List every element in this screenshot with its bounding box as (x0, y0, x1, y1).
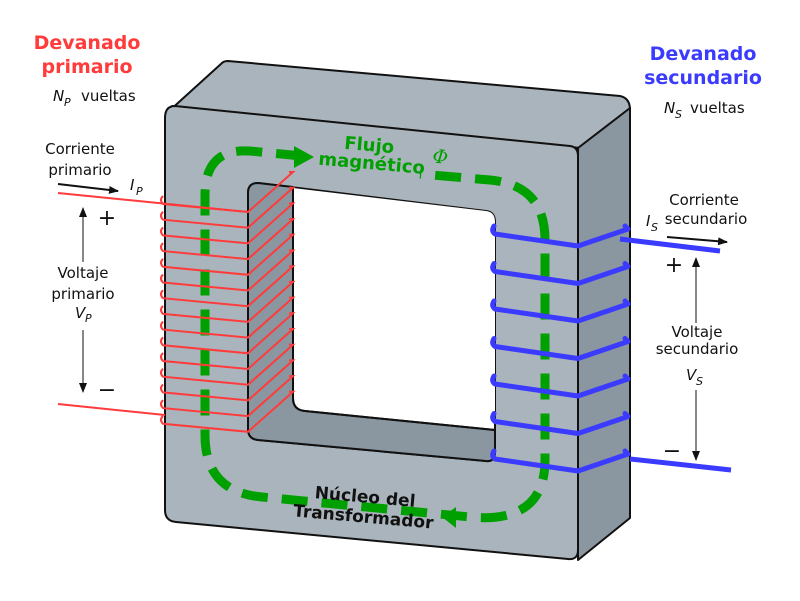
flux-symbol: Φ (432, 146, 449, 169)
secondary-turns-subscript: S (675, 108, 682, 121)
secondary-turns-label: vueltas (690, 99, 745, 117)
primary-turns-subscript: P (64, 96, 71, 109)
flux-loop (200, 146, 550, 523)
primary-voltage-label-line2: primario (51, 285, 114, 303)
primary-voltage-subscript: P (85, 312, 92, 325)
primary-current-subscript: P (136, 185, 143, 198)
primary-coil-turn (160, 186, 296, 229)
secondary-lead-bottom (629, 456, 732, 473)
primary-coil-turn (160, 265, 296, 308)
core-label: Núcleo del Transformador (292, 483, 435, 533)
primary-coil-turn (160, 312, 296, 355)
secondary-voltage-plus: + (665, 253, 683, 278)
secondary-voltage-subscript: S (696, 375, 703, 388)
secondary-lead-top (619, 236, 721, 254)
flux-arrow-top (294, 146, 314, 168)
secondary-current-arrow (666, 236, 728, 246)
magnetic-flux-path (200, 146, 550, 528)
primary-current-arrow (57, 183, 119, 194)
primary-winding (160, 171, 296, 433)
secondary-coil-turn (490, 448, 631, 474)
primary-coil-turn (160, 233, 296, 276)
secondary-current-label-line2: secundario (665, 210, 748, 228)
core-window (293, 188, 495, 416)
secondary-winding-title-line2: secundario (644, 67, 762, 89)
primary-coil-turn (160, 296, 296, 339)
primary-lead-bottom (57, 403, 166, 416)
flux-arrow-bottom (442, 507, 456, 528)
primary-voltage-minus: − (98, 378, 116, 403)
primary-current-label-line1: Corriente (45, 140, 115, 158)
primary-voltage-symbol: V (75, 304, 87, 322)
primary-turns-label: vueltas (81, 87, 136, 105)
primary-coil-turn (160, 390, 296, 433)
secondary-current-subscript: S (651, 221, 658, 234)
flux-label: Flujo magnético Φ (318, 133, 449, 179)
secondary-coil-turn (490, 336, 631, 361)
secondary-current-symbol: I (646, 212, 651, 230)
secondary-turns-symbol: N (664, 99, 675, 117)
primary-coil-turn (160, 375, 296, 418)
secondary-winding-title-line1: Devanado (650, 43, 757, 65)
secondary-coil-turn (490, 298, 631, 324)
primary-turns-symbol: N (53, 87, 64, 105)
secondary-voltage-symbol: V (686, 366, 698, 384)
secondary-voltage-label-line2: secundario (656, 340, 739, 358)
secondary-current-label-line1: Corriente (669, 191, 739, 209)
secondary-voltage-minus: − (663, 439, 681, 464)
primary-coil-turn (160, 280, 296, 323)
primary-current-symbol: I (130, 176, 135, 194)
secondary-coil-turn (490, 411, 631, 436)
primary-coil-turn (160, 218, 296, 261)
primary-winding-title-line1: Devanado (34, 32, 141, 54)
secondary-winding (490, 223, 631, 474)
primary-coil-turn (160, 328, 296, 371)
primary-lead-top (57, 192, 249, 213)
flux-label-line1: Flujo (343, 133, 394, 158)
primary-voltage-plus: + (98, 206, 116, 231)
primary-coil-turn (160, 249, 296, 292)
secondary-coil-turn (490, 373, 631, 399)
secondary-coil-turn (490, 261, 631, 286)
secondary-coil-turn (490, 223, 631, 249)
secondary-voltage-label-line1: Voltaje (672, 323, 723, 341)
primary-coil-turn (160, 359, 296, 402)
transformer-core (164, 60, 631, 561)
primary-current-label-line2: primario (48, 161, 111, 179)
core-right-face (577, 107, 631, 561)
primary-coil-turn (160, 343, 296, 386)
primary-voltage-label-line1: Voltaje (58, 264, 109, 282)
primary-coil-turn (160, 202, 296, 245)
primary-winding-title-line2: primario (41, 56, 132, 78)
